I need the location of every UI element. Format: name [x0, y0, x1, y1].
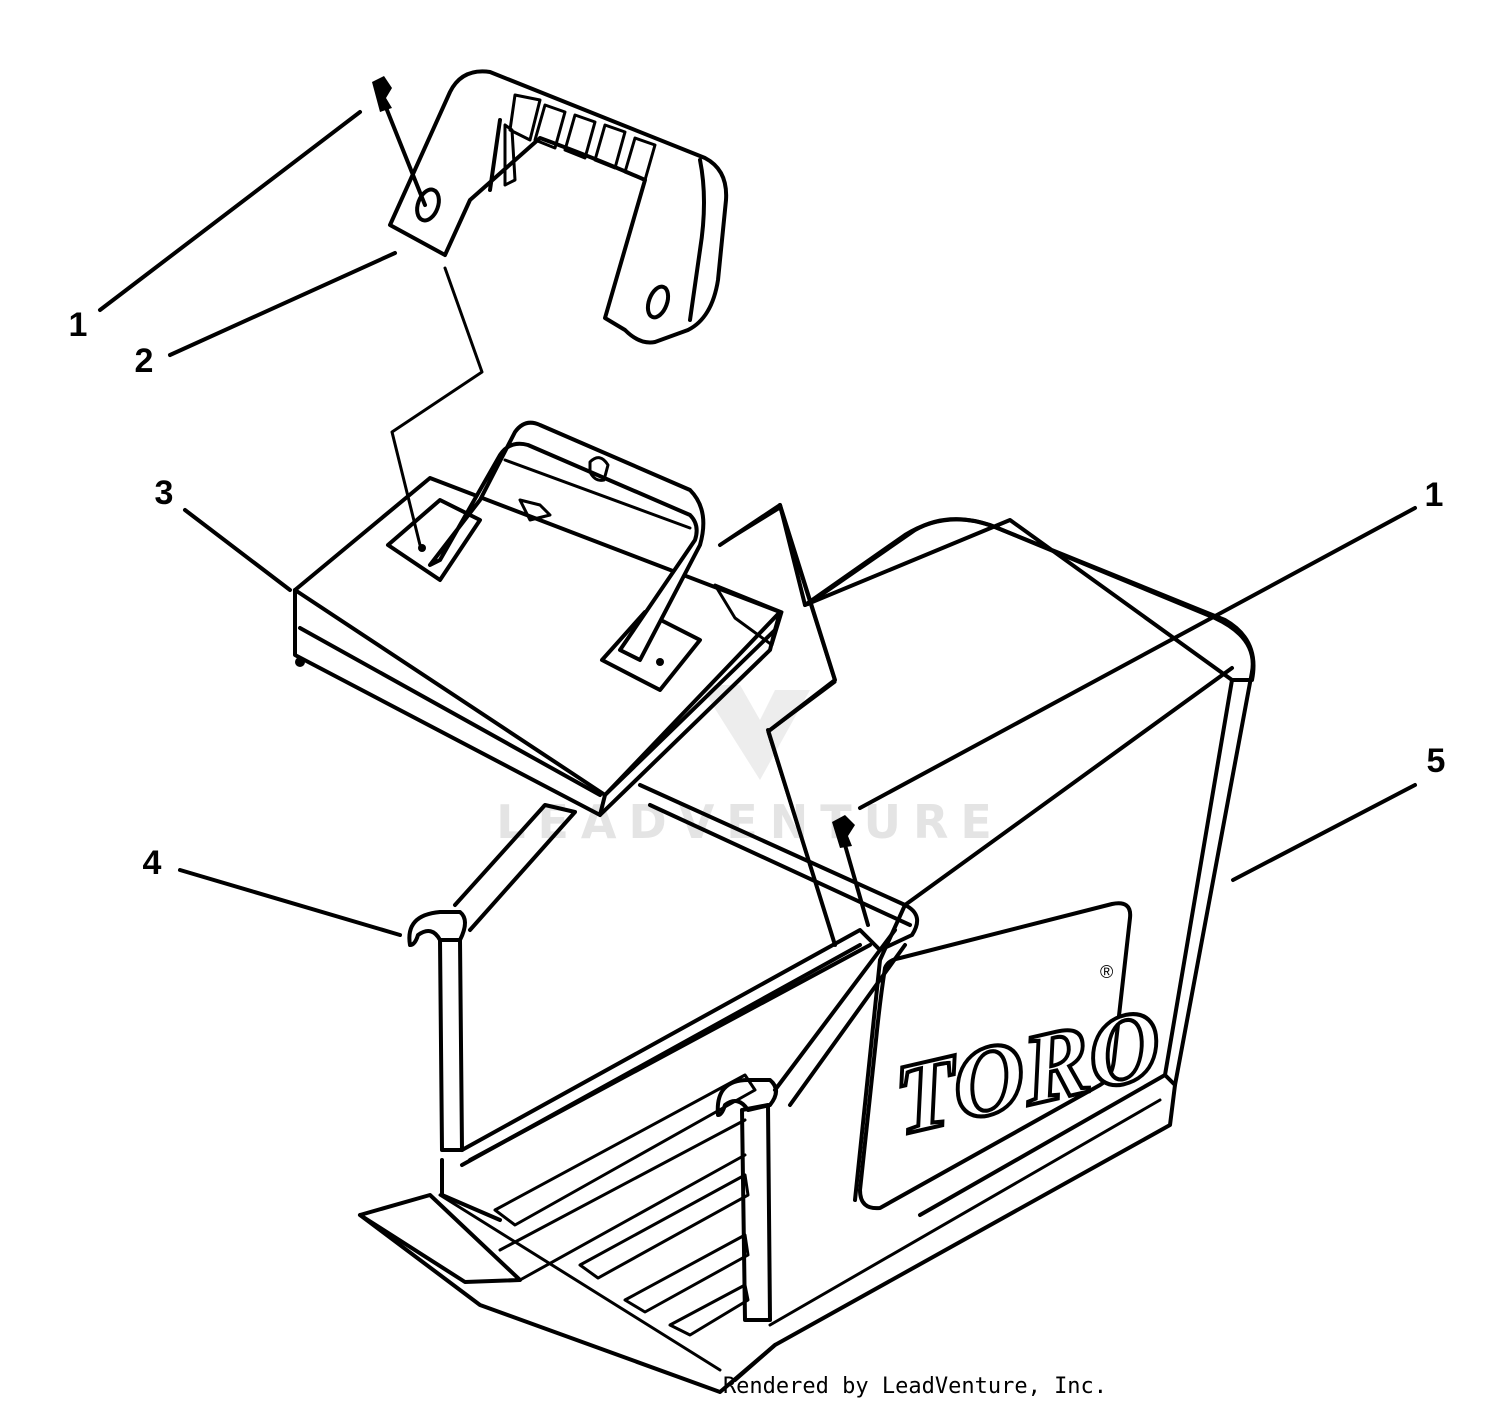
part-grass-bag-body: TORO ® [358, 517, 1256, 1394]
callout-labels: 1 2 3 1 5 4 [69, 306, 1446, 882]
leader-lines [98, 110, 1417, 947]
part-screw-top [372, 76, 427, 207]
registered-mark: ® [1100, 962, 1113, 982]
callout-2: 2 [135, 342, 154, 380]
watermark-text: LEADVENTURE [496, 795, 1004, 849]
part-screw-side [832, 815, 870, 927]
callout-3: 3 [155, 474, 174, 512]
callout-5: 5 [1427, 742, 1446, 780]
part-lid [293, 420, 784, 817]
part-handle-grip [388, 69, 729, 345]
callout-1-top: 1 [69, 306, 88, 344]
render-credit: Rendered by LeadVenture, Inc. [723, 1374, 1107, 1399]
callout-4: 4 [143, 844, 162, 882]
callout-1-right: 1 [1425, 476, 1444, 514]
